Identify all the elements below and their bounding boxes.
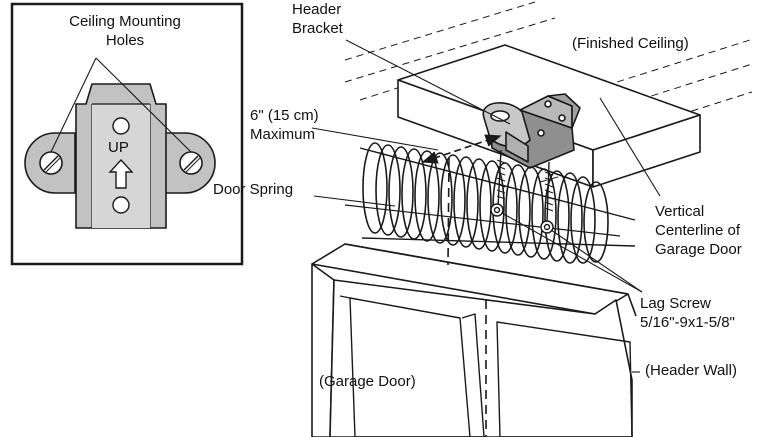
- max-distance-label-line2: Maximum: [250, 126, 316, 143]
- vertical-centerline-label-line2: Centerline of: [655, 222, 741, 239]
- bracket-up-marking: UP: [108, 139, 129, 156]
- inset-title-line1: Ceiling Mounting: [69, 13, 181, 30]
- header-bracket-label-line2: Bracket: [292, 20, 343, 37]
- lag-screw-label-line2: 5/16"-9x1-5/8": [640, 314, 735, 331]
- vertical-centerline-label: Vertical Centerline of Garage Door: [655, 202, 742, 259]
- door-spring-label: Door Spring: [213, 181, 294, 198]
- header-bracket-label: Header Bracket: [292, 0, 343, 38]
- garage-door: [311, 243, 637, 437]
- leader-lines: [311, 39, 661, 373]
- lag-screw-right: [540, 161, 554, 234]
- max-distance-arrow: [421, 134, 502, 164]
- inset-title: Ceiling Mounting Holes: [50, 12, 200, 50]
- screw-head-icon: [179, 151, 203, 175]
- finished-ceiling-label: (Finished Ceiling): [572, 35, 689, 52]
- ceiling-mounting-holes-inset: [10, 2, 244, 266]
- bracket-lower-hole: [112, 196, 130, 214]
- max-distance-label-line1: 6" (15 cm): [250, 107, 319, 124]
- garage-door-label: (Garage Door): [319, 373, 416, 390]
- max-distance-label: 6" (15 cm) Maximum: [250, 106, 319, 144]
- lag-screw-label-line1: Lag Screw: [640, 295, 711, 312]
- vertical-centerlines: [447, 157, 487, 437]
- vertical-centerline-label-line1: Vertical: [655, 203, 705, 220]
- header-wall-label: (Header Wall): [645, 362, 737, 379]
- lag-screw-label: Lag Screw 5/16"-9x1-5/8": [640, 294, 735, 332]
- vertical-centerline-label-line3: Garage Door: [655, 241, 742, 258]
- header-bracket-label-line1: Header: [292, 1, 342, 18]
- up-arrow-icon: [108, 158, 134, 189]
- screw-head-icon: [39, 151, 63, 175]
- inset-title-line2: Holes: [105, 32, 145, 49]
- bracket-upper-hole: [112, 117, 130, 135]
